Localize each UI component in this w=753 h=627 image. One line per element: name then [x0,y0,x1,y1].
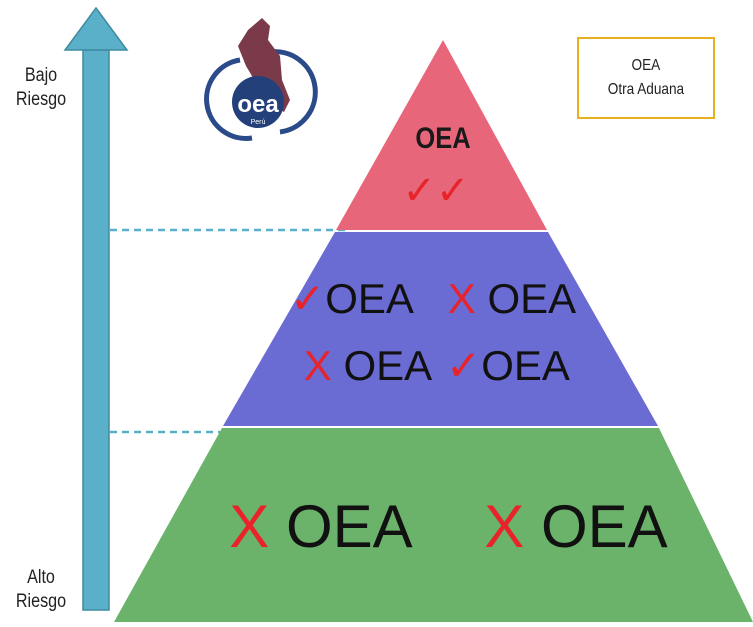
middle-item-3-label: OEA [343,342,432,389]
bottom-tier-content: X OEA X OEA [229,493,667,560]
bottom-item-1: X OEA [229,493,412,560]
middle-item-2: X OEA [448,275,576,322]
middle-item-1-label: OEA [325,275,414,322]
risk-axis-arrow [63,6,129,611]
high-risk-line-1: Alto [27,567,55,588]
legend-box: OEA Otra Aduana [577,37,715,119]
cross-mark-icon: X [229,493,269,560]
logo-text: oea [237,91,279,118]
check-mark-icon: ✓ [290,274,325,323]
high-risk-label: Alto Riesgo [11,566,71,614]
legend-line-1: OEA [631,57,661,74]
logo-ring-left-arc [204,57,253,141]
low-risk-line-1: Bajo [24,65,58,86]
bottom-item-1-label: OEA [286,493,413,560]
top-tier-check-marks: ✓✓ [402,168,469,214]
low-risk-line-2: Riesgo [15,89,67,110]
middle-item-2-label: OEA [487,275,576,322]
middle-item-4-label: OEA [481,342,570,389]
high-risk-line-2: Riesgo [15,591,67,612]
pyramid-top-tier [336,40,547,230]
legend-line-2: Otra Aduana [607,81,685,98]
logo-subtext: Perú [251,119,266,126]
check-mark-icon: ✓ [446,341,481,390]
middle-tier-content: ✓OEA X OEA X OEA ✓OEA [290,274,576,390]
low-risk-label: Bajo Riesgo [11,64,71,112]
logo-ring-right-arc [269,49,318,135]
middle-item-3: X OEA [304,342,432,389]
pyramid-bottom-tier [114,428,753,622]
cross-mark-icon: X [484,493,524,560]
oea-peru-logo: oea Perú [204,18,318,141]
cross-mark-icon: X [448,275,476,322]
bottom-item-2-label: OEA [541,493,668,560]
bottom-item-2: X OEA [484,493,667,560]
middle-item-4: ✓OEA [446,341,570,390]
top-tier-content: OEA ✓✓ [402,121,470,214]
pyramid-middle-tier [223,232,658,426]
arrow-head-icon [63,6,129,51]
logo-badge-circle [232,76,284,128]
cross-mark-icon: X [304,342,332,389]
top-tier-label: OEA [415,121,470,154]
middle-item-1: ✓OEA [290,274,414,323]
arrow-shaft [82,49,110,611]
